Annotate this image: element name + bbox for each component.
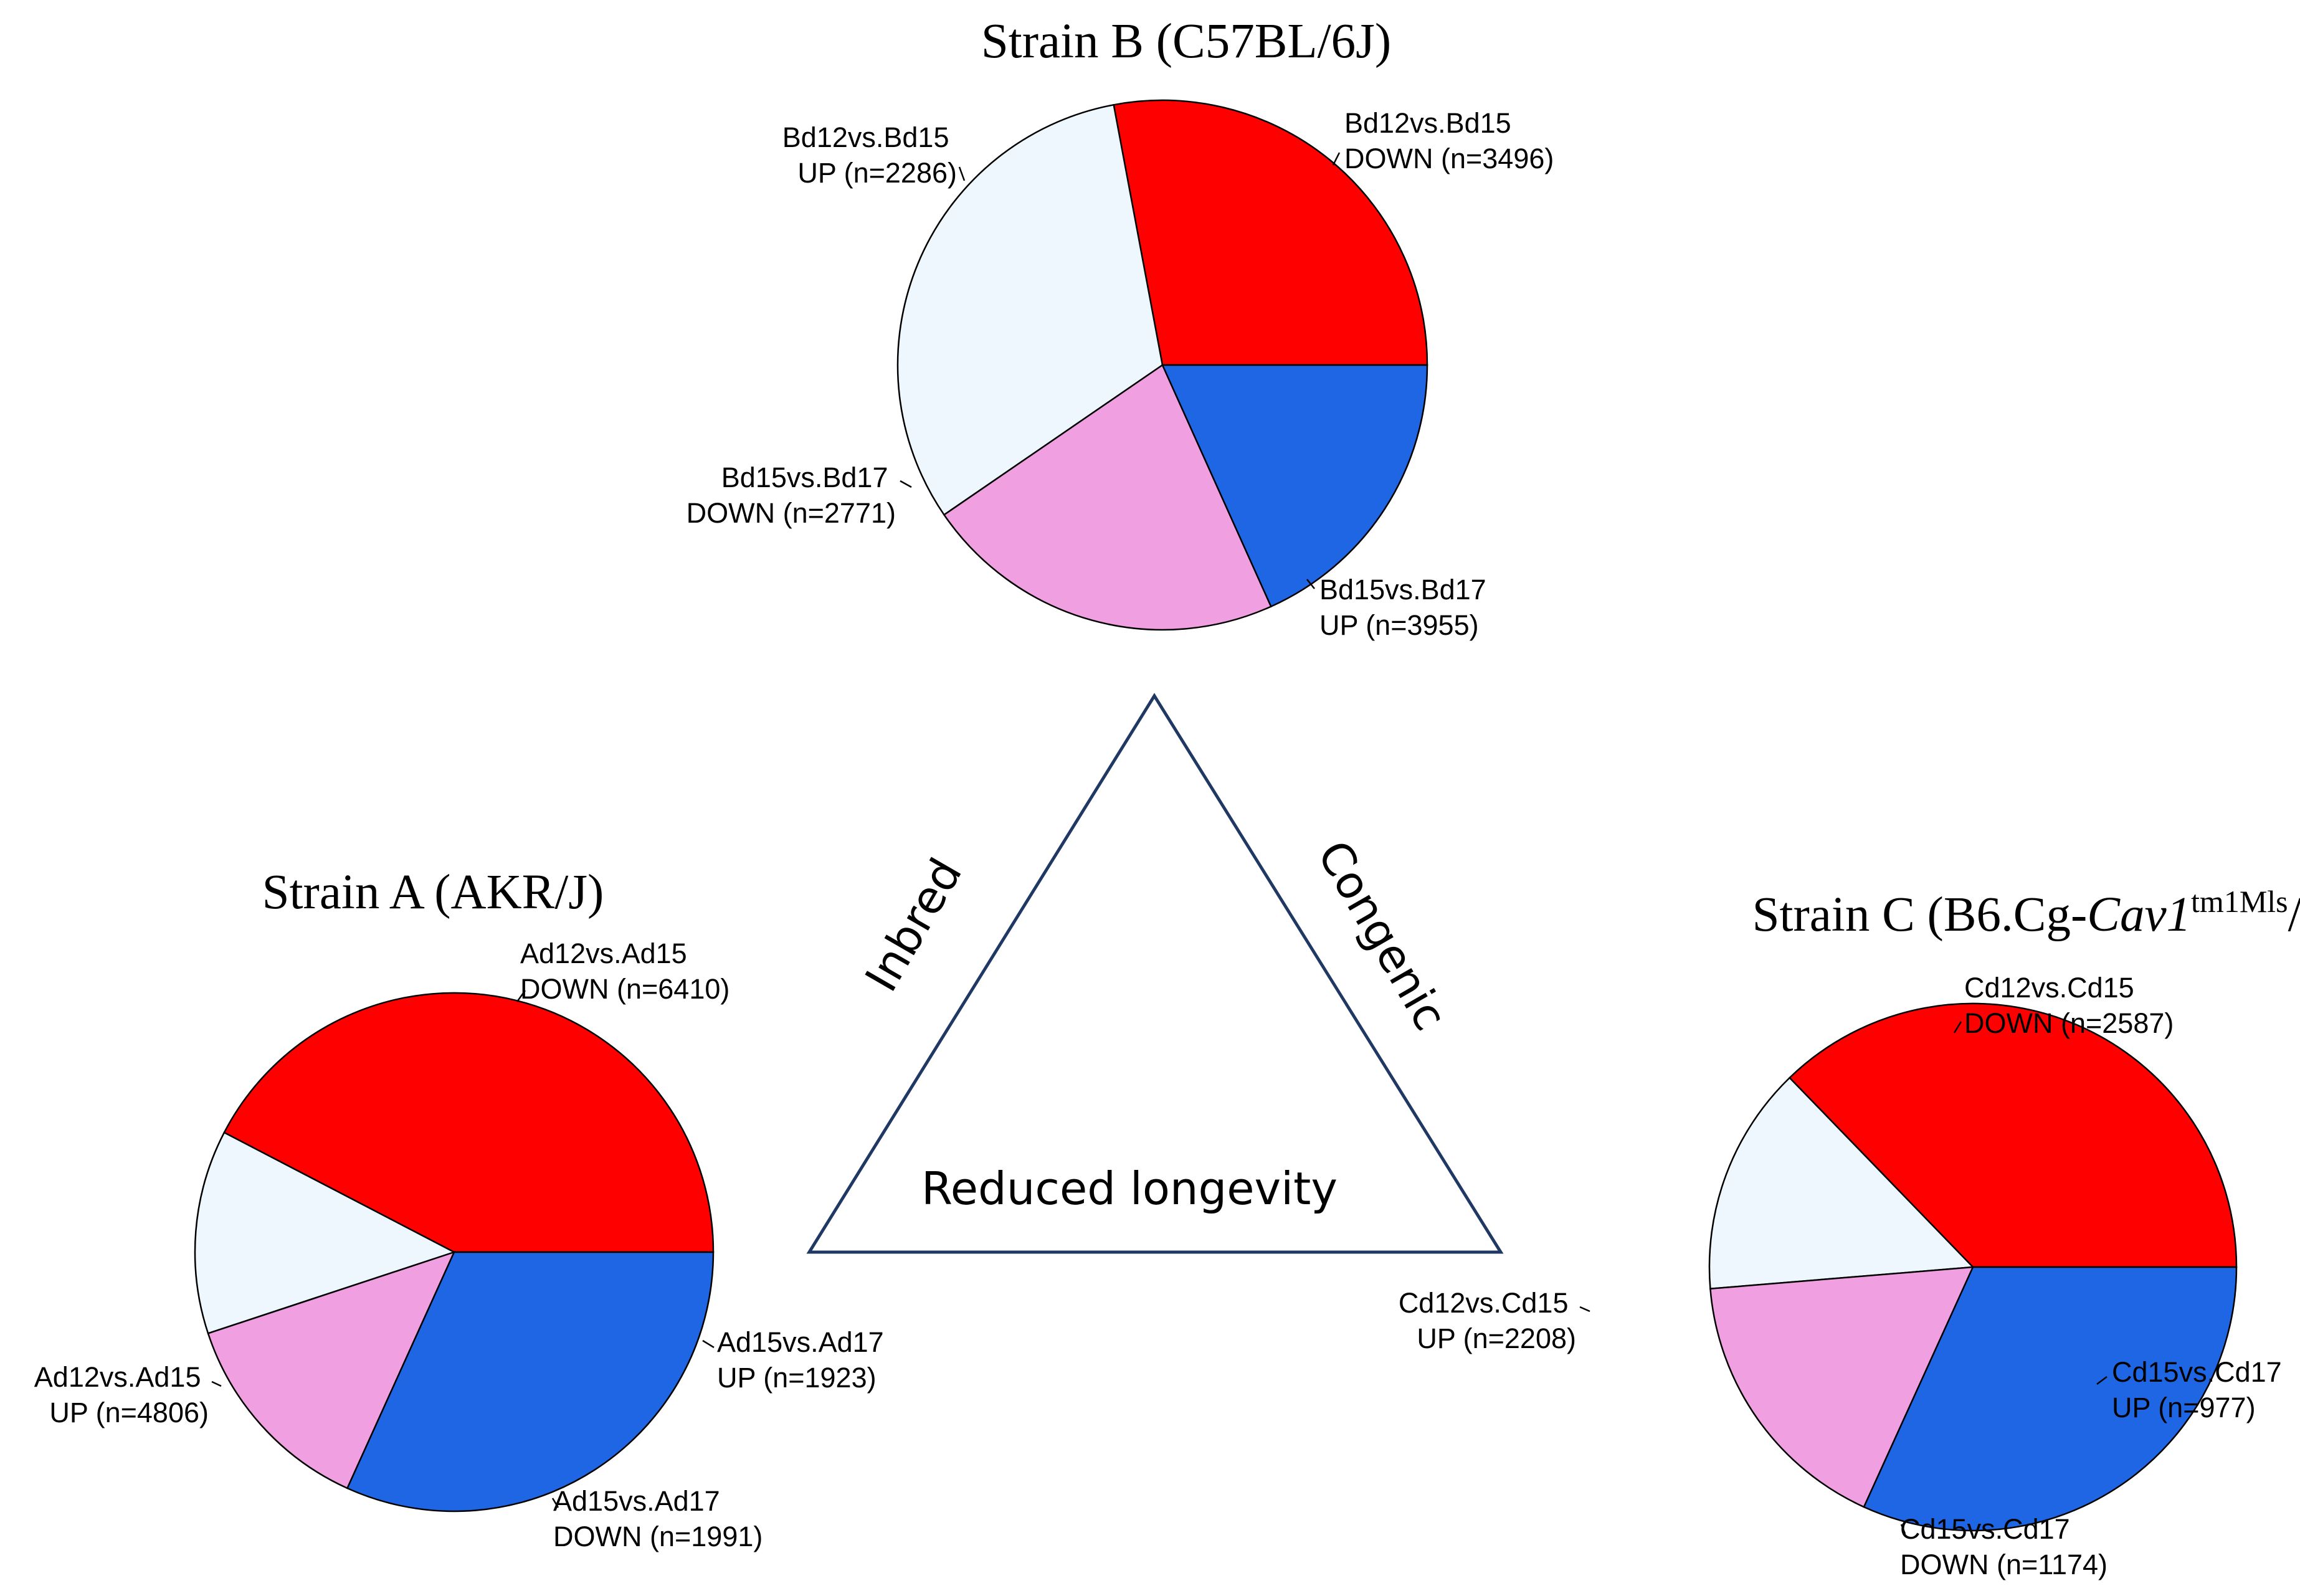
pie-slice-ad15-ad17-down bbox=[207, 1250, 456, 1489]
pie-slice-cd15-cd17-up bbox=[1708, 1076, 1975, 1290]
slice-label-cd12-cd15-up: Cd12vs.Cd15 UP (n=2208) bbox=[1399, 1287, 1576, 1354]
pie-chart-strain-b: Strain B (C57BL/6J) Bd12vs.Bd15 DOWN (n=… bbox=[687, 14, 1554, 641]
leader-line-cd12-cd15-down bbox=[1953, 1021, 1962, 1033]
pie-slices-strain-c bbox=[1579, 1002, 2238, 1534]
slice-label-cd12-cd15-down: Cd12vs.Cd15 DOWN (n=2587) bbox=[1964, 972, 2174, 1039]
slice-label-bd12-bd15-down: Bd12vs.Bd15 DOWN (n=3496) bbox=[1344, 107, 1554, 174]
leader-line-bd12-bd15-down bbox=[1332, 152, 1341, 166]
title-c-suffix: /J ) bbox=[2288, 888, 2300, 942]
slice-label-bd15-bd17-up: Bd15vs.Bd17 UP (n=3955) bbox=[1319, 574, 1494, 641]
slice-label-bd15-bd17-down: Bd15vs.Bd17 DOWN (n=2771) bbox=[687, 462, 896, 529]
chart-title-strain-c: Strain C (B6.Cg-Cav1tm1Mls/J ) bbox=[1752, 884, 2300, 942]
triangle-center-label: Reduced longevity bbox=[921, 1162, 1338, 1215]
chart-title-strain-b: Strain B (C57BL/6J) bbox=[981, 14, 1391, 69]
title-c-superscript: tm1Mls bbox=[2191, 884, 2288, 919]
strain-relationship-triangle: Inbred Congenic Reduced longevity bbox=[806, 693, 1504, 1254]
leader-line-cd15-cd17-up bbox=[2096, 1376, 2108, 1385]
leader-line-ad15-ad17-down bbox=[551, 1498, 559, 1508]
leader-line-ad12-ad15-down bbox=[516, 990, 526, 1002]
pie-slice-bd12-bd15-down bbox=[1113, 99, 1428, 366]
pie-chart-strain-c: Strain C (B6.Cg-Cav1tm1Mls/J ) Cd12vs.Cd… bbox=[1399, 884, 2300, 1580]
slice-label-bd12-bd15-up: Bd12vs.Bd15 UP (n=2286) bbox=[782, 121, 957, 189]
leader-line-bd12-bd15-up bbox=[958, 166, 966, 181]
chart-title-strain-a: Strain A (AKR/J) bbox=[262, 865, 604, 919]
pie-slice-ad15-ad17-up bbox=[194, 1131, 457, 1334]
triangle-outline bbox=[806, 693, 1504, 1254]
pie-slice-bd12-bd15-up bbox=[1161, 364, 1428, 608]
pie-slices-strain-a bbox=[194, 990, 715, 1513]
pie-slice-bd15-bd17-down bbox=[943, 364, 1272, 631]
slice-label-cd15-cd17-up: Cd15vs.Cd17 UP (n=977) bbox=[2112, 1356, 2289, 1423]
slice-label-cd15-cd17-down: Cd15vs.Cd17 DOWN (n=1174) bbox=[1900, 1513, 2108, 1580]
pie-slice-ad12-ad15-up bbox=[346, 1251, 715, 1513]
leader-line-ad12-ad15-up bbox=[211, 1380, 222, 1387]
pie-chart-strain-a: Strain A (AKR/J) Ad12vs.Ad15 DOWN (n=641… bbox=[34, 865, 891, 1552]
leader-line-cd12-cd15-up bbox=[1579, 1306, 1590, 1313]
pie-slice-cd15-cd17-down bbox=[1709, 1266, 1975, 1508]
pie-slices-strain-b bbox=[896, 99, 1428, 631]
triangle-left-label: Inbred bbox=[855, 850, 972, 1000]
pie-slice-bd15-bd17-up bbox=[896, 103, 1164, 516]
pie-slice-cd12-cd15-up bbox=[1863, 1266, 2238, 1532]
title-c-main: Strain C (B6.Cg- bbox=[1752, 888, 2088, 942]
pie-slice-cd12-cd15-down bbox=[1788, 1002, 2238, 1268]
leader-line-ad15-ad17-up bbox=[702, 1339, 715, 1349]
slice-label-ad15-ad17-down: Ad15vs.Ad17 DOWN (n=1991) bbox=[553, 1485, 763, 1552]
pie-slice-ad12-ad15-down bbox=[223, 992, 715, 1253]
title-c-gene: Cav1 bbox=[2087, 888, 2191, 942]
leader-line-cd15-cd17-down bbox=[1900, 1524, 1906, 1534]
leader-line-bd15-bd17-up bbox=[1306, 579, 1315, 589]
leader-line-bd15-bd17-down bbox=[900, 480, 912, 488]
slice-label-ad15-ad17-up: Ad15vs.Ad17 UP (n=1923) bbox=[717, 1326, 891, 1394]
slice-label-ad12-ad15-up: Ad12vs.Ad15 UP (n=4806) bbox=[34, 1361, 209, 1428]
slice-label-ad12-ad15-down: Ad12vs.Ad15 DOWN (n=6410) bbox=[520, 938, 729, 1005]
